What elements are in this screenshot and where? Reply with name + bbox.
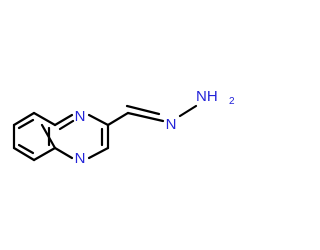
bond-benzo-c6-c7 <box>12 146 36 162</box>
bond-benzo-c5-c6 <box>32 146 57 162</box>
bond-benzo-c8-c8a <box>12 111 36 127</box>
bond-benzo-inner-3 <box>17 118 35 130</box>
atom-n4-label: N <box>75 150 86 167</box>
bond-pyrazine-c4a-n4 <box>53 146 74 160</box>
bond-c2-ch <box>106 111 130 127</box>
bond-pyrazine-n1-c2 <box>87 113 110 127</box>
atom-n1-label: N <box>75 108 86 125</box>
bond-pyrazine-inner-1 <box>58 119 75 131</box>
bond-pyrazine-c8a-n1 <box>53 113 74 127</box>
atom-nh2-subscript: 2 <box>229 96 235 107</box>
atom-nh2-label: NH <box>196 88 218 105</box>
bond-pyrazine-c3-n4 <box>87 146 110 160</box>
bond-benzo-c8a-c4a <box>32 111 57 127</box>
molecule-structure: N N N NH 2 <box>12 88 235 167</box>
bond-ch-n-double-b <box>125 104 161 116</box>
atom-hydrazone-n-label: N <box>166 116 177 133</box>
bond-benzo-inner-2 <box>17 143 35 155</box>
bond-ch-n-double-a <box>126 111 165 123</box>
bond-n-nh2 <box>178 104 198 118</box>
